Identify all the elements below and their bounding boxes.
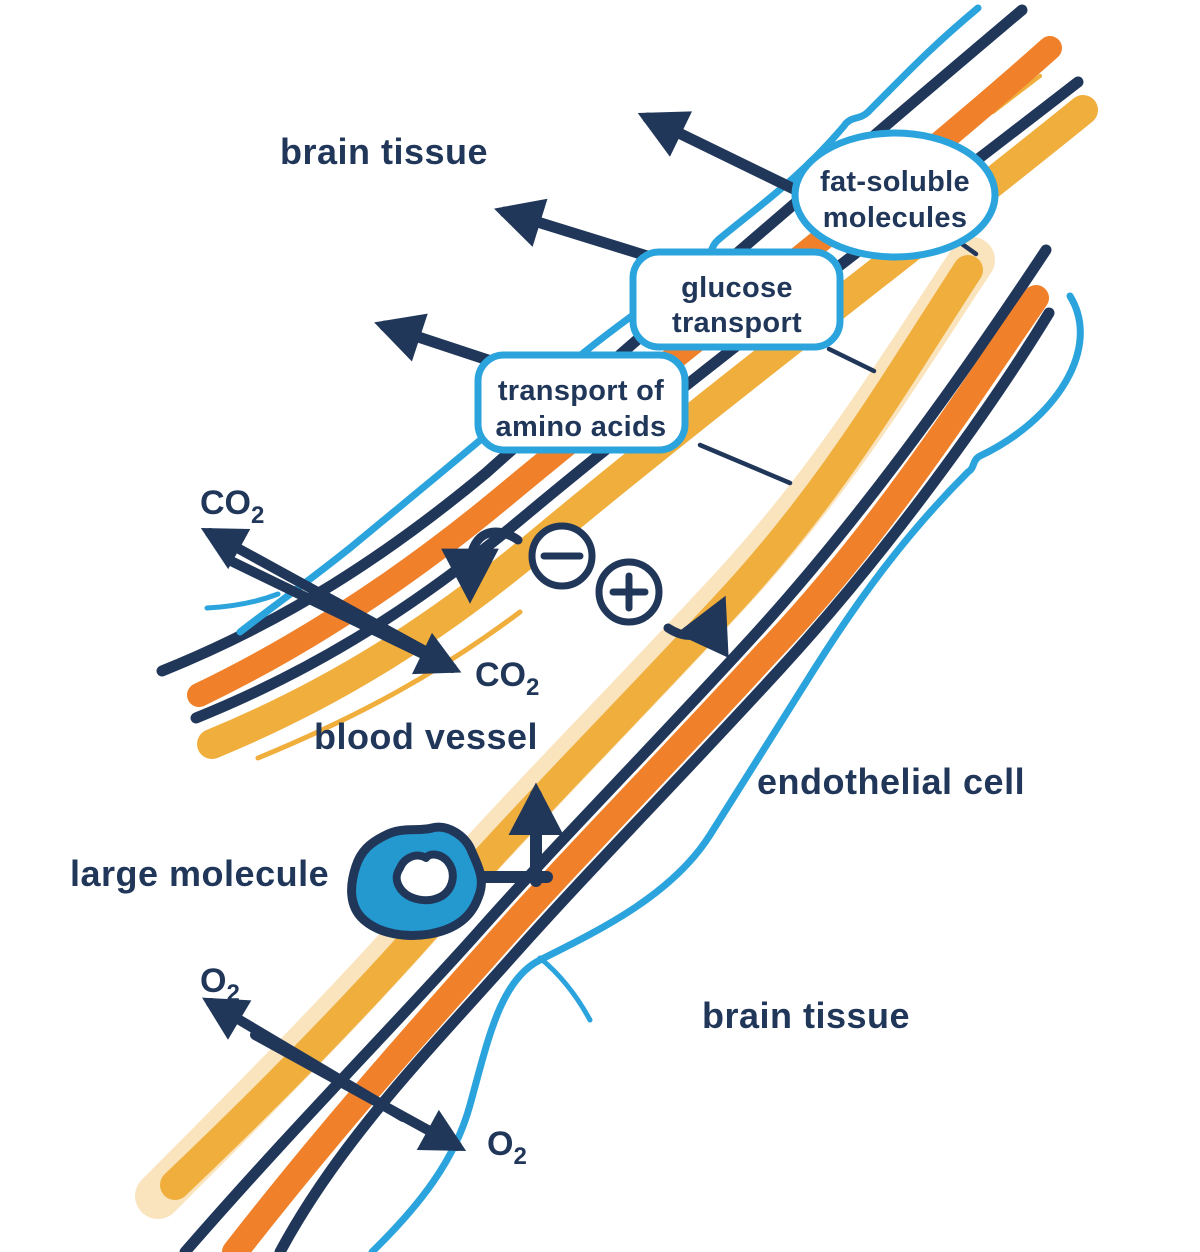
labels: brain tissue brain tissue blood vessel e… [70,131,1025,1170]
lower-blue-branch-line [537,955,593,1023]
label-brain-tissue-top: brain tissue [280,131,488,172]
o2-exchange-arrows [202,997,467,1152]
label-endothelial-cell: endothelial cell [757,761,1025,802]
large-molecule-group [347,782,564,940]
amino-acids-leader-line [697,442,793,486]
label-fat-soluble-line1: fat-soluble [820,166,970,198]
label-brain-tissue-bottom: brain tissue [702,995,910,1036]
label-amino-line1: transport of [498,375,664,407]
amino-acids-callout-box [474,351,689,454]
glucose-callout-box [629,248,844,351]
label-fat-soluble-line2: molecules [823,202,968,234]
large-molecule-core [392,850,457,905]
label-glucose-line1: glucose [681,272,793,304]
glucose-arrow [494,198,663,265]
lower-vessel-wall [135,237,1084,1252]
lower-amber-band [160,255,983,1200]
co2-exchange-arrows [200,527,462,675]
label-o2-top: O2 [200,962,240,1007]
label-glucose-line2: transport [672,307,802,339]
lower-outer-membrane-line [274,307,1055,1252]
lower-brain-boundary-blue-line [368,292,1084,1252]
label-o2-bottom: O2 [487,1125,527,1170]
fat-soluble-callout-bubble [791,129,999,261]
glucose-leader-line [826,346,877,374]
fat-soluble-arrow [637,111,806,198]
regulation-symbols [441,522,729,658]
inhibition-curved-arrow [441,527,523,604]
stimulation-curved-arrow [663,595,729,658]
callouts [474,129,999,486]
amino-acids-arrow [374,313,503,369]
lower-inner-membrane-line [179,244,1052,1252]
label-co2-top: CO2 [200,484,264,529]
label-amino-line2: amino acids [496,411,667,443]
co2-in-arrow [228,557,462,675]
upper-amber-sliver-line [255,609,523,761]
lower-orange-band [222,285,1049,1252]
upper-blue-tail-line [204,591,281,611]
transport-arrows [374,111,806,369]
label-blood-vessel: blood vessel [314,716,538,757]
o2-out-arrow [250,1030,467,1152]
label-co2-bottom: CO2 [475,656,539,701]
label-large-molecule: large molecule [70,853,329,894]
